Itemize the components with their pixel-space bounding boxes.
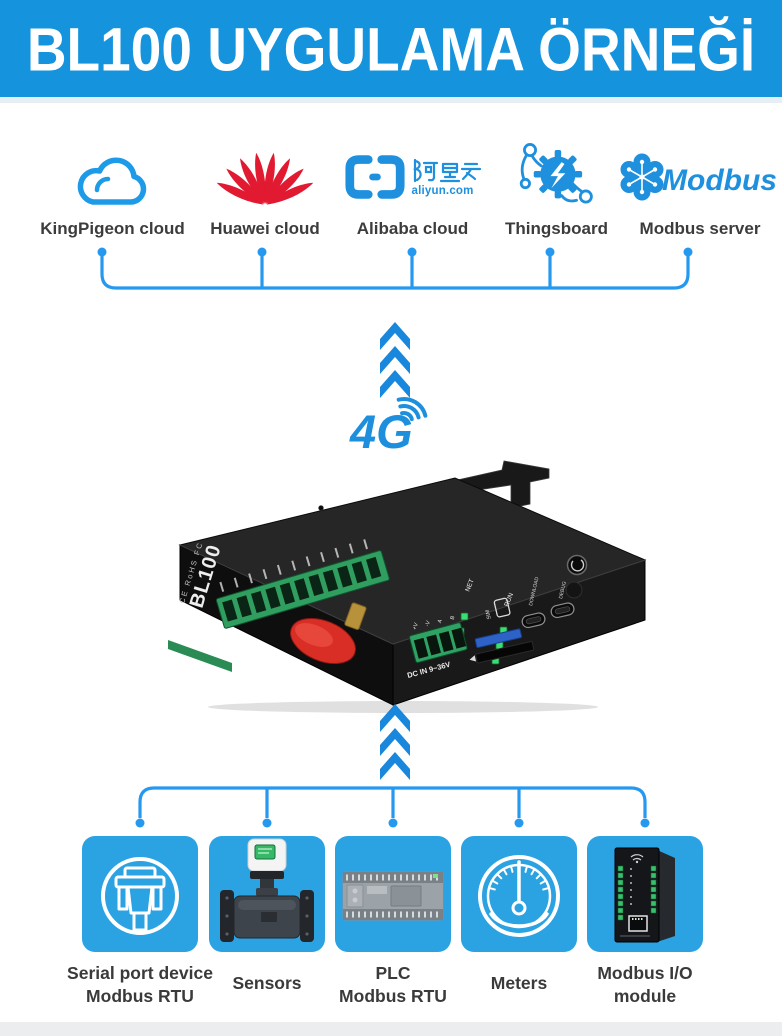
pin-label: B	[450, 615, 457, 621]
plc-icon	[342, 871, 444, 921]
cloud-platform-label: KingPigeon cloud	[40, 219, 185, 238]
pin-label: -V	[424, 620, 432, 628]
alibaba-cn-text	[412, 159, 481, 183]
din-rail-clip	[443, 460, 550, 509]
tile-label-io-module: Modbus I/O module	[555, 962, 735, 1008]
cloud-platform-label: Modbus server	[639, 219, 761, 238]
tile-label-line: module	[613, 986, 677, 1006]
serial-port-icon	[101, 857, 179, 935]
usb-download-port	[521, 612, 546, 629]
rs485-terminal-block	[215, 539, 390, 629]
cloud-platform-kingpigeon: KingPigeon cloud	[25, 138, 200, 239]
cloud-platform-label: Huawei cloud	[210, 219, 320, 238]
tile-label-plc: PLC Modbus RTU	[303, 962, 483, 1008]
power-terminal-4pin: +V -V A B	[408, 615, 468, 664]
recessed-button	[565, 581, 583, 599]
header-banner: BL100 UYGULAMA ÖRNEĞİ	[0, 0, 782, 97]
sim-label: SIM	[485, 609, 493, 620]
cloud-platform-alibaba: aliyun.com Alibaba cloud	[330, 138, 495, 239]
tile-sensors	[209, 836, 325, 952]
cloud-platform-thingsboard: Thingsboard	[494, 138, 619, 239]
io-module-icon	[614, 847, 675, 943]
header-divider	[0, 97, 782, 103]
up-chevrons-icon	[380, 322, 410, 398]
tile-serial-port-device	[82, 836, 198, 952]
tile-label-sensors: Sensors	[177, 962, 357, 995]
debug-port-label: DEBUG	[558, 581, 568, 600]
sim-slot: SIM	[469, 597, 535, 664]
cloud-platform-modbus: Modbus Modbus server	[618, 138, 782, 239]
alibaba-cloud-logo-icon: aliyun.com	[344, 138, 482, 216]
alibaba-brackets-icon	[344, 155, 405, 199]
bottom-connector-bracket	[135, 786, 650, 828]
pin-label: A	[437, 618, 444, 624]
huawei-petals	[216, 152, 314, 205]
tile-modbus-io-module	[587, 836, 703, 952]
top-connector-bracket	[97, 247, 693, 290]
tile-plc	[335, 836, 451, 952]
tile-label-line: Meters	[490, 973, 548, 993]
uplink-4g-graphic: 4G	[349, 322, 428, 458]
rear-terminal-sliver	[168, 640, 232, 672]
pin-label: +V	[412, 622, 420, 631]
kingpigeon-cloud-icon	[71, 138, 155, 216]
gauge-icon	[478, 855, 560, 937]
downlink-chevrons	[380, 704, 410, 780]
alibaba-text-block: aliyun.com	[412, 156, 482, 198]
bl100-device-photo: BL100 CE RoHS FC NET RUN	[168, 460, 647, 713]
tile-label-serial-port: Serial port device Modbus RTU	[50, 962, 230, 1008]
modbus-molecule: Modbus	[620, 153, 777, 201]
alibaba-domain-text: aliyun.com	[411, 185, 474, 198]
modbus-logo-icon: Modbus	[620, 138, 780, 216]
cloud-outline-icon	[77, 157, 146, 205]
page-title: BL100 UYGULAMA ÖRNEĞİ	[26, 13, 756, 84]
flow-sensor-icon	[220, 838, 314, 942]
thingsboard-gear	[519, 143, 593, 204]
footer-bar	[0, 1022, 782, 1036]
cloud-platform-label: Thingsboard	[505, 219, 608, 238]
modbus-wordmark: Modbus	[662, 164, 777, 197]
led-net-label: NET	[464, 578, 475, 593]
led-run-label: RUN	[503, 592, 515, 608]
tile-label-line: Modbus I/O	[597, 963, 693, 983]
tile-label-line: Modbus RTU	[339, 986, 447, 1006]
tile-label-meters: Meters	[429, 962, 609, 995]
up-chevrons-icon	[380, 704, 410, 780]
usb-debug-port	[550, 602, 575, 619]
huawei-logo-icon	[215, 138, 315, 216]
tile-label-line: PLC	[375, 963, 411, 983]
sim-card-icon	[493, 597, 511, 618]
antenna	[290, 602, 367, 664]
wifi-signal-icon	[396, 397, 428, 422]
cloud-platform-label: Alibaba cloud	[356, 219, 469, 238]
thingsboard-logo-icon	[505, 138, 609, 216]
cloud-platform-huawei: Huawei cloud	[190, 138, 340, 239]
tile-label-line: Sensors	[232, 973, 302, 993]
tile-meters	[461, 836, 577, 952]
tile-label-line: Serial port device	[67, 963, 213, 983]
tile-label-line: Modbus RTU	[86, 986, 194, 1006]
